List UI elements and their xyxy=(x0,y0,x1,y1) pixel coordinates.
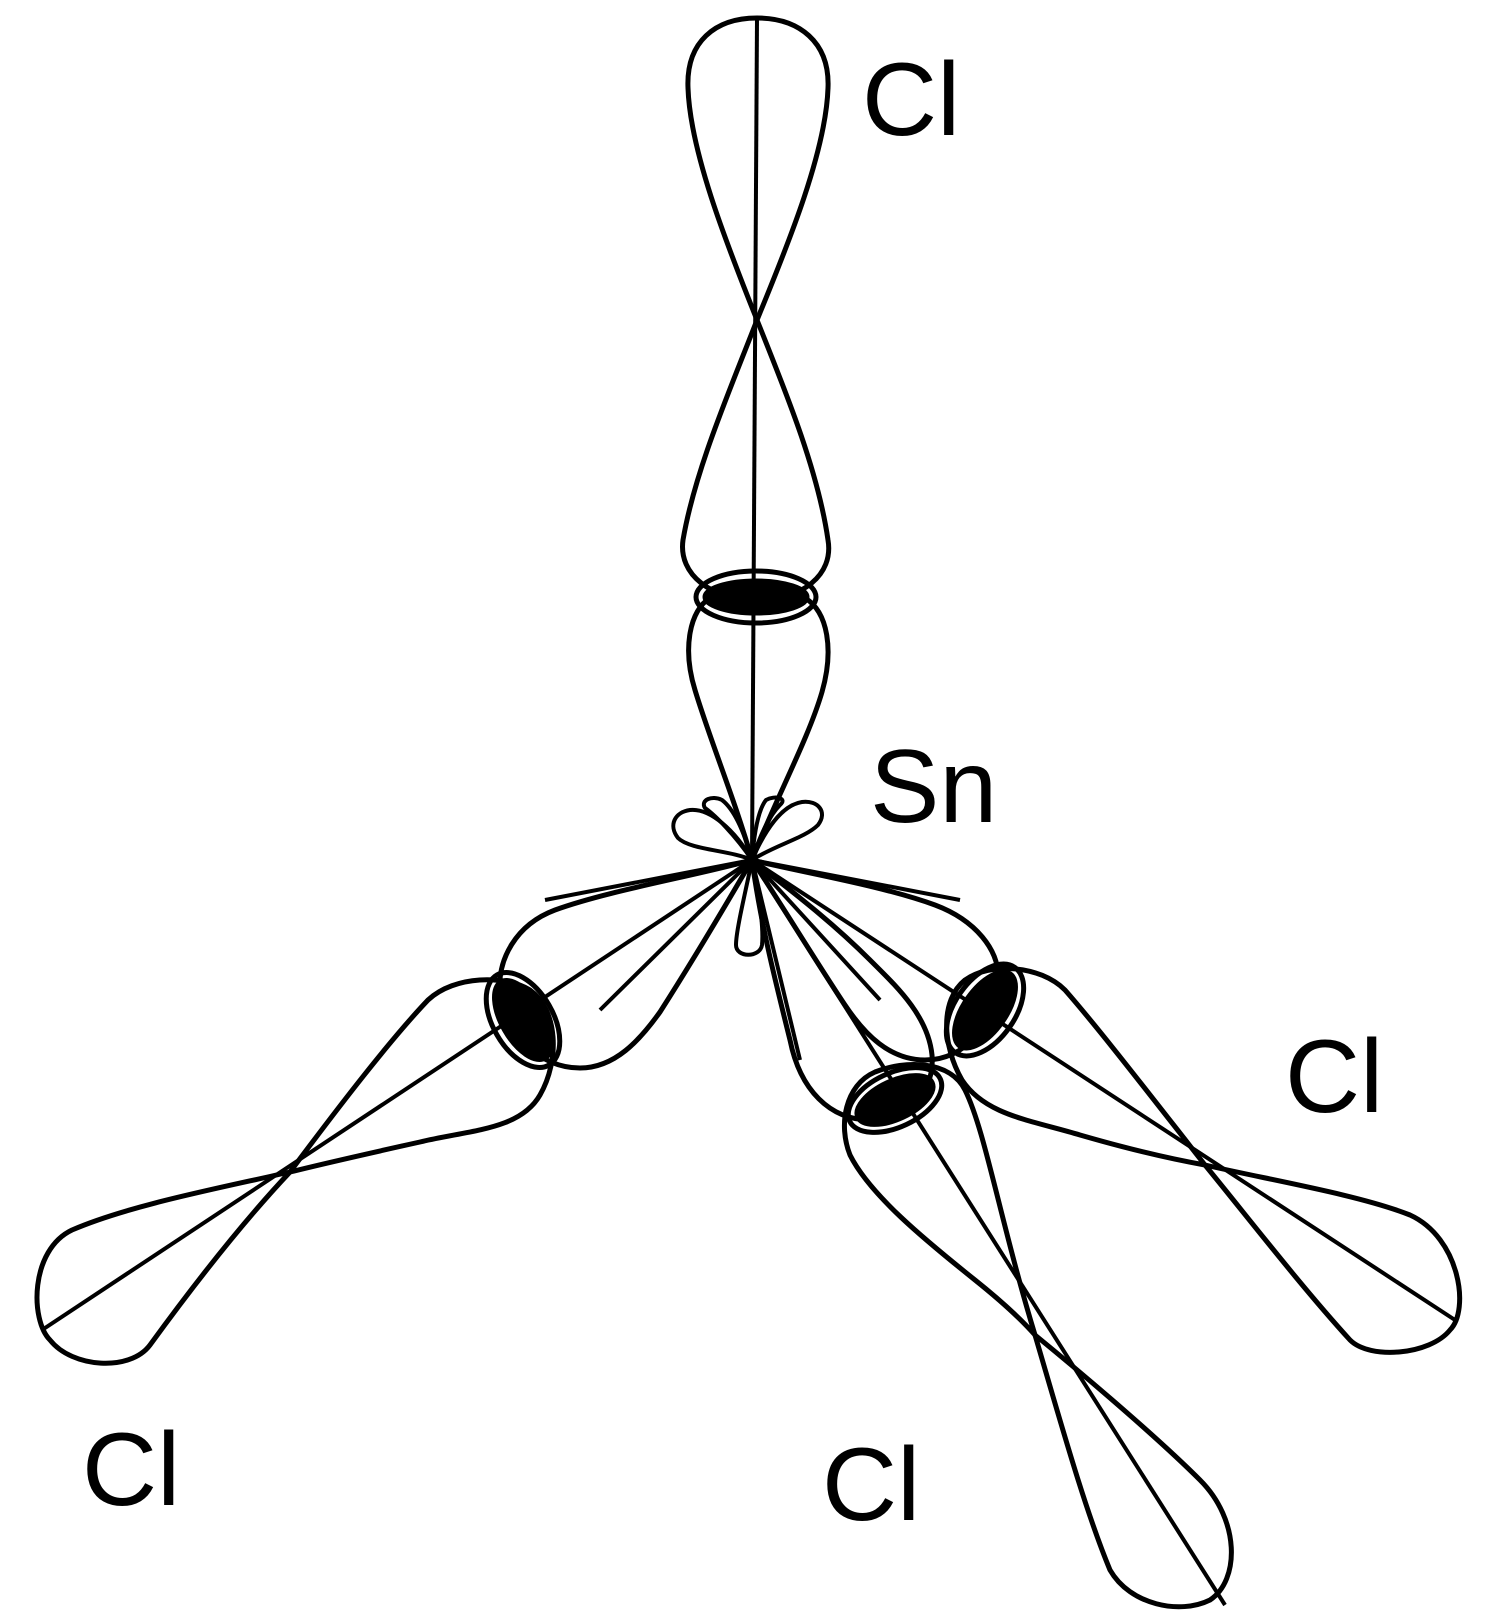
label-sn: Sn xyxy=(870,729,997,845)
label-cl-bottom-left: Cl xyxy=(82,1412,180,1528)
sn-backlobe-right xyxy=(747,799,824,866)
sn-nucleus xyxy=(746,854,758,866)
axis-bottom-right xyxy=(750,858,1227,1607)
bond-top xyxy=(680,15,832,863)
cl-br-outer-lobe xyxy=(1032,1332,1234,1610)
axis-right xyxy=(750,858,1457,1322)
label-cl-right: Cl xyxy=(1285,1019,1383,1135)
label-cl-bottom-right: Cl xyxy=(822,1427,920,1543)
sn-hybrid-line-3 xyxy=(751,858,961,902)
overlap-bottom-right xyxy=(854,1073,936,1127)
cl-bl-outer-lobe xyxy=(34,1169,293,1366)
axis-top xyxy=(750,17,759,861)
overlap-bottom-left-ring xyxy=(483,970,563,1070)
overlap-top xyxy=(702,578,810,616)
bond-bottom-left xyxy=(34,857,755,1366)
bond-bottom-right xyxy=(749,857,1234,1610)
overlap-bottom-left xyxy=(492,978,554,1062)
cl-br-inner-lobe xyxy=(842,1062,1038,1338)
sn-hybrid-line-4 xyxy=(750,858,882,1002)
overlap-top-ring xyxy=(693,568,819,626)
sn-hybrid-line-1 xyxy=(598,858,754,1012)
overlap-bottom-right-ring xyxy=(845,1065,945,1135)
axis-bottom-left-a xyxy=(40,858,754,1332)
sn-backlobe-right2 xyxy=(750,795,785,861)
sn-hybrid-line-5 xyxy=(750,859,802,1061)
sn-backlobe-down xyxy=(733,859,765,957)
sn-backlobe-left2 xyxy=(701,796,754,862)
sn-hybrid-line-2 xyxy=(544,858,753,902)
label-cl-top: Cl xyxy=(862,42,960,158)
cl-right-outer-lobe xyxy=(1202,1162,1463,1355)
overlap-right xyxy=(952,969,1018,1051)
sn-small-lobes xyxy=(544,795,961,1061)
cl-bl-inner-lobe xyxy=(287,977,556,1175)
